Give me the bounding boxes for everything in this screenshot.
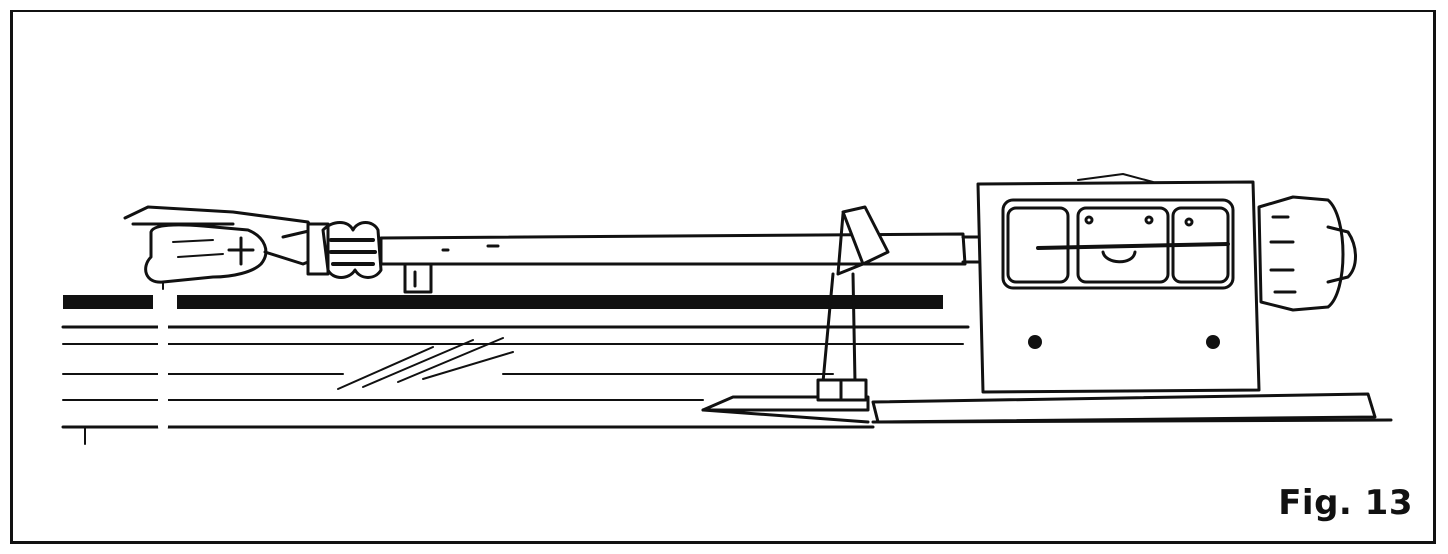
tonearm-collar <box>306 221 383 279</box>
figure-frame: Fig. 13 <box>10 10 1436 544</box>
counterweight <box>1257 195 1357 312</box>
cue-lift-post <box>816 205 890 402</box>
pivot-housing <box>976 173 1261 394</box>
tonearm-base-plate <box>701 392 1393 424</box>
reflection-hatching <box>337 337 514 390</box>
arm-rest-clip <box>403 262 433 294</box>
turntable-tonearm-drawing <box>61 173 1393 445</box>
headshell-cartridge <box>123 205 315 290</box>
record-platter <box>61 295 970 445</box>
tonearm-tube <box>379 232 980 266</box>
figure-caption: Fig. 13 <box>1278 483 1413 523</box>
